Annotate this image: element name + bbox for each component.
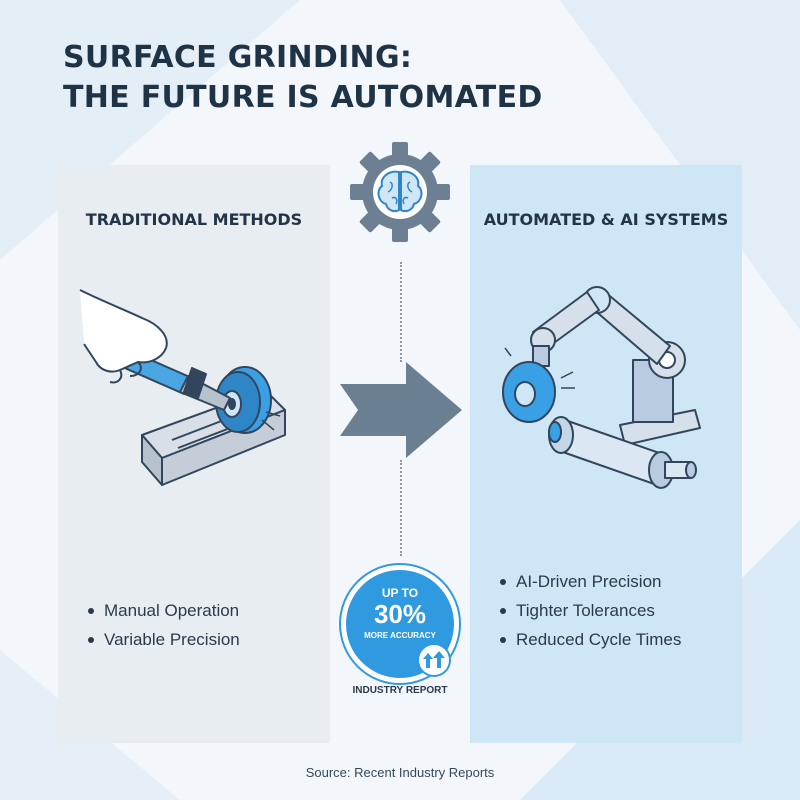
automated-ai-heading: AUTOMATED & AI SYSTEMS: [483, 210, 729, 229]
gear-brain-icon: [350, 142, 450, 242]
badge-line-1: UP TO: [381, 586, 419, 600]
list-item: Reduced Cycle Times: [498, 625, 681, 654]
robotic-arm-grinder-illustration: [502, 286, 701, 489]
list-item: AI-Driven Precision: [498, 567, 681, 596]
cylinder-workpiece-icon: [548, 416, 697, 489]
up-arrows-icon: [417, 643, 451, 677]
badge-value: 30%: [373, 599, 427, 629]
title-line-2: THE FUTURE IS AUTOMATED: [63, 80, 543, 115]
list-item: Tighter Tolerances: [498, 596, 681, 625]
title-line-1: SURFACE GRINDING:: [63, 40, 413, 75]
traditional-bullet-list: Manual Operation Variable Precision: [86, 596, 240, 654]
manual-grinder-illustration: [79, 289, 286, 486]
list-item: Variable Precision: [86, 625, 240, 654]
grinding-wheel-icon: [215, 366, 272, 434]
badge-caption: INDUSTRY REPORT: [352, 685, 448, 696]
center-divider-top: [400, 262, 402, 362]
automated-ai-panel: AUTOMATED & AI SYSTEMS AI-Driven Precisi…: [470, 165, 742, 743]
list-item: Manual Operation: [86, 596, 240, 625]
automated-bullet-list: AI-Driven Precision Tighter Tolerances R…: [498, 567, 681, 654]
badge-line-2: MORE ACCURACY: [364, 631, 436, 640]
spark-lines-icon: [261, 411, 281, 431]
source-note: Source: Recent Industry Reports: [305, 765, 495, 780]
page-title: SURFACE GRINDING: THE FUTURE IS AUTOMATE…: [63, 38, 543, 118]
hand-icon: [79, 289, 168, 373]
spark-lines-icon: [504, 347, 575, 389]
center-divider-bottom: [400, 460, 402, 556]
traditional-methods-panel: TRADITIONAL METHODS Manual Operation Var…: [58, 165, 330, 743]
traditional-methods-heading: TRADITIONAL METHODS: [85, 210, 303, 229]
right-arrow-icon: [340, 362, 462, 458]
